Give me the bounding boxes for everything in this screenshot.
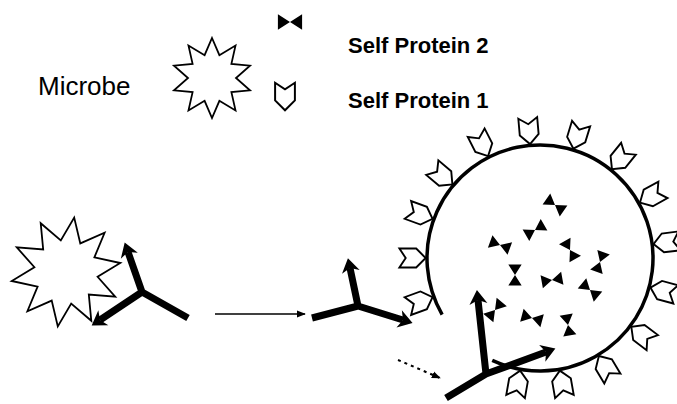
self-protein-1-symbol bbox=[405, 201, 436, 228]
self-protein-2-symbol bbox=[520, 309, 544, 327]
self-protein-1-symbol bbox=[468, 128, 497, 160]
self-protein-2-symbol bbox=[543, 194, 568, 217]
self-protein-2-symbol bbox=[541, 272, 564, 289]
legend-label: Self Protein 1 bbox=[348, 88, 489, 114]
self-protein-1-symbol bbox=[564, 121, 590, 152]
antibody-binding-site bbox=[116, 240, 138, 259]
self-protein-2-symbol bbox=[523, 219, 548, 241]
self-protein-2-symbol bbox=[590, 250, 610, 274]
self-protein-1-symbol bbox=[275, 83, 295, 111]
self-protein-1-symbol bbox=[648, 278, 677, 303]
self-protein-1-symbol bbox=[626, 319, 658, 350]
microbe-symbol bbox=[12, 218, 121, 327]
cell-membrane bbox=[427, 145, 653, 371]
self-protein-1-symbol bbox=[399, 249, 425, 268]
self-protein-1-symbol bbox=[591, 351, 621, 383]
self-protein-2-symbol bbox=[508, 265, 521, 286]
self-protein-1-symbol bbox=[405, 288, 436, 315]
self-protein-1-symbol bbox=[506, 369, 529, 398]
antibody-binding-site bbox=[539, 340, 558, 362]
self-protein-2-symbol bbox=[560, 314, 577, 337]
self-protein-2-symbol bbox=[488, 235, 512, 255]
self-protein-1-symbol bbox=[518, 117, 539, 145]
arrow bbox=[215, 313, 305, 315]
antibody-symbol bbox=[312, 268, 403, 320]
self-protein-2-symbol bbox=[578, 278, 603, 302]
self-protein-1-symbol bbox=[605, 143, 636, 175]
self-protein-1-symbol bbox=[551, 369, 574, 398]
microbe-symbol bbox=[174, 38, 250, 118]
antibody-binding-site bbox=[468, 289, 487, 305]
antibody-binding-site bbox=[339, 256, 359, 273]
self-protein-2-symbol bbox=[559, 238, 581, 263]
self-protein-2-symbol bbox=[483, 298, 507, 323]
self-protein-1-symbol bbox=[652, 231, 677, 253]
legend-label: Self Protein 2 bbox=[348, 33, 489, 59]
dotted-arrow bbox=[398, 360, 440, 378]
antibody-binding-site bbox=[87, 310, 109, 333]
antibody-symbol bbox=[100, 252, 188, 320]
self-protein-1-symbol bbox=[426, 160, 458, 191]
self-protein-2-symbol bbox=[278, 14, 302, 29]
self-protein-1-symbol bbox=[635, 182, 667, 211]
antibody-symbol bbox=[446, 300, 546, 398]
legend-label: Microbe bbox=[38, 71, 130, 102]
